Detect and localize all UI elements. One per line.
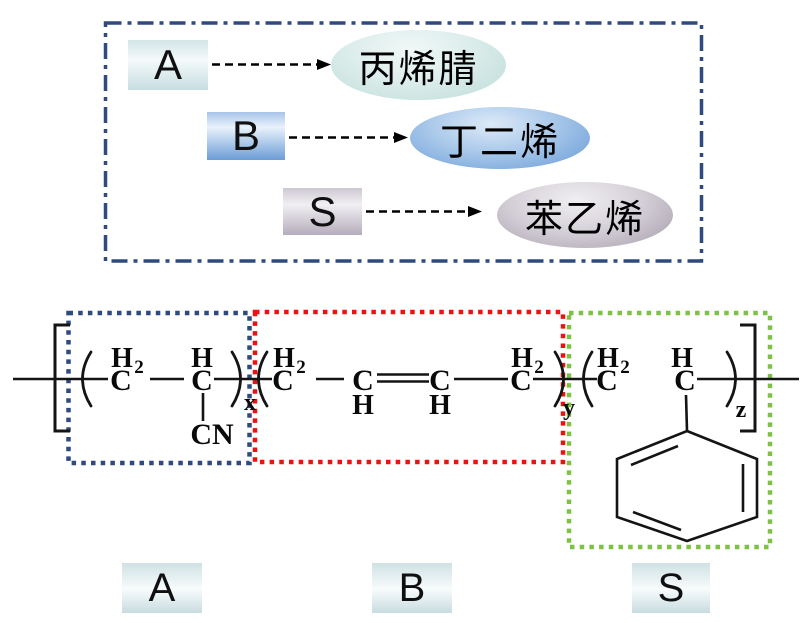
- atom-c: C: [272, 364, 294, 397]
- legend-key-b: B: [207, 112, 285, 160]
- subscript-2: 2: [620, 357, 630, 378]
- repeat-subscript-z: z: [736, 397, 747, 423]
- atom-h: H: [429, 390, 451, 421]
- bond-to-phenyl: [684, 394, 689, 432]
- close-paren-z: [725, 350, 737, 408]
- atom-h: H: [352, 390, 374, 421]
- atom-c: C: [674, 364, 696, 397]
- arrow-b-head-icon: [394, 132, 408, 143]
- atom-c: C: [596, 364, 618, 397]
- legend-key-a-label: A: [153, 41, 182, 88]
- open-paren-y: [257, 350, 269, 408]
- atom-c: C: [191, 364, 213, 397]
- close-paren-y: [553, 350, 565, 408]
- monomer-ellipse-butadiene: 丁二烯: [410, 107, 590, 169]
- unit-label-s: S: [632, 563, 710, 613]
- unit-label-a-text: A: [148, 565, 176, 610]
- unit-box-butadiene: [252, 309, 566, 465]
- atom-h: H: [111, 343, 133, 374]
- arrow-a-head-icon: [317, 59, 331, 70]
- repeat-subscript-y: y: [563, 395, 575, 421]
- unit-box-acrylonitrile: [66, 310, 252, 466]
- close-paren-x: [230, 350, 242, 408]
- legend-border: [103, 21, 704, 263]
- atom-h: H: [597, 343, 619, 374]
- monomer-ellipse-styrene: 苯乙烯: [497, 182, 673, 248]
- atom-h: H: [273, 343, 295, 374]
- legend-key-s: S: [283, 188, 362, 235]
- unit-box-styrene: [566, 310, 773, 550]
- benzene-ring: [615, 429, 759, 543]
- arrow-s-head-icon: [468, 206, 482, 217]
- legend-key-a: A: [128, 40, 208, 90]
- monomer-ellipse-acrylonitrile: 丙烯腈: [331, 30, 506, 100]
- monomer-name-styrene: 苯乙烯: [524, 198, 645, 241]
- subscript-2: 2: [296, 357, 306, 378]
- cn-group: CN: [190, 418, 234, 451]
- atom-c: C: [510, 364, 532, 397]
- legend-key-b-label: B: [231, 112, 260, 159]
- subscript-2: 2: [534, 357, 544, 378]
- polymer-structure: H 2 C H C CN x H 2 C C H C H H 2 C y H 2…: [13, 309, 799, 550]
- arrow-a: [212, 59, 331, 70]
- legend-key-s-label: S: [308, 187, 337, 235]
- benzene-inner-bond: [632, 510, 682, 532]
- open-paren-x: [81, 350, 93, 408]
- repeat-subscript-x: x: [244, 390, 256, 416]
- arrow-s: [366, 206, 482, 217]
- atom-c: C: [110, 364, 132, 397]
- unit-label-s-text: S: [657, 565, 685, 610]
- open-paren-z: [582, 350, 594, 408]
- subscript-2: 2: [134, 357, 144, 378]
- unit-label-b: B: [372, 563, 452, 613]
- atom-h: H: [511, 343, 533, 374]
- benzene-inner-bond: [630, 444, 679, 467]
- unit-label-a: A: [122, 563, 202, 613]
- unit-label-b-text: B: [398, 565, 426, 610]
- atom-h: H: [191, 343, 213, 374]
- monomer-name-acrylonitrile: 丙烯腈: [358, 48, 479, 91]
- monomer-name-butadiene: 丁二烯: [439, 121, 560, 164]
- arrow-b: [289, 132, 408, 143]
- atom-c: C: [352, 364, 374, 397]
- atom-h: H: [671, 343, 693, 374]
- atom-c: C: [429, 364, 451, 397]
